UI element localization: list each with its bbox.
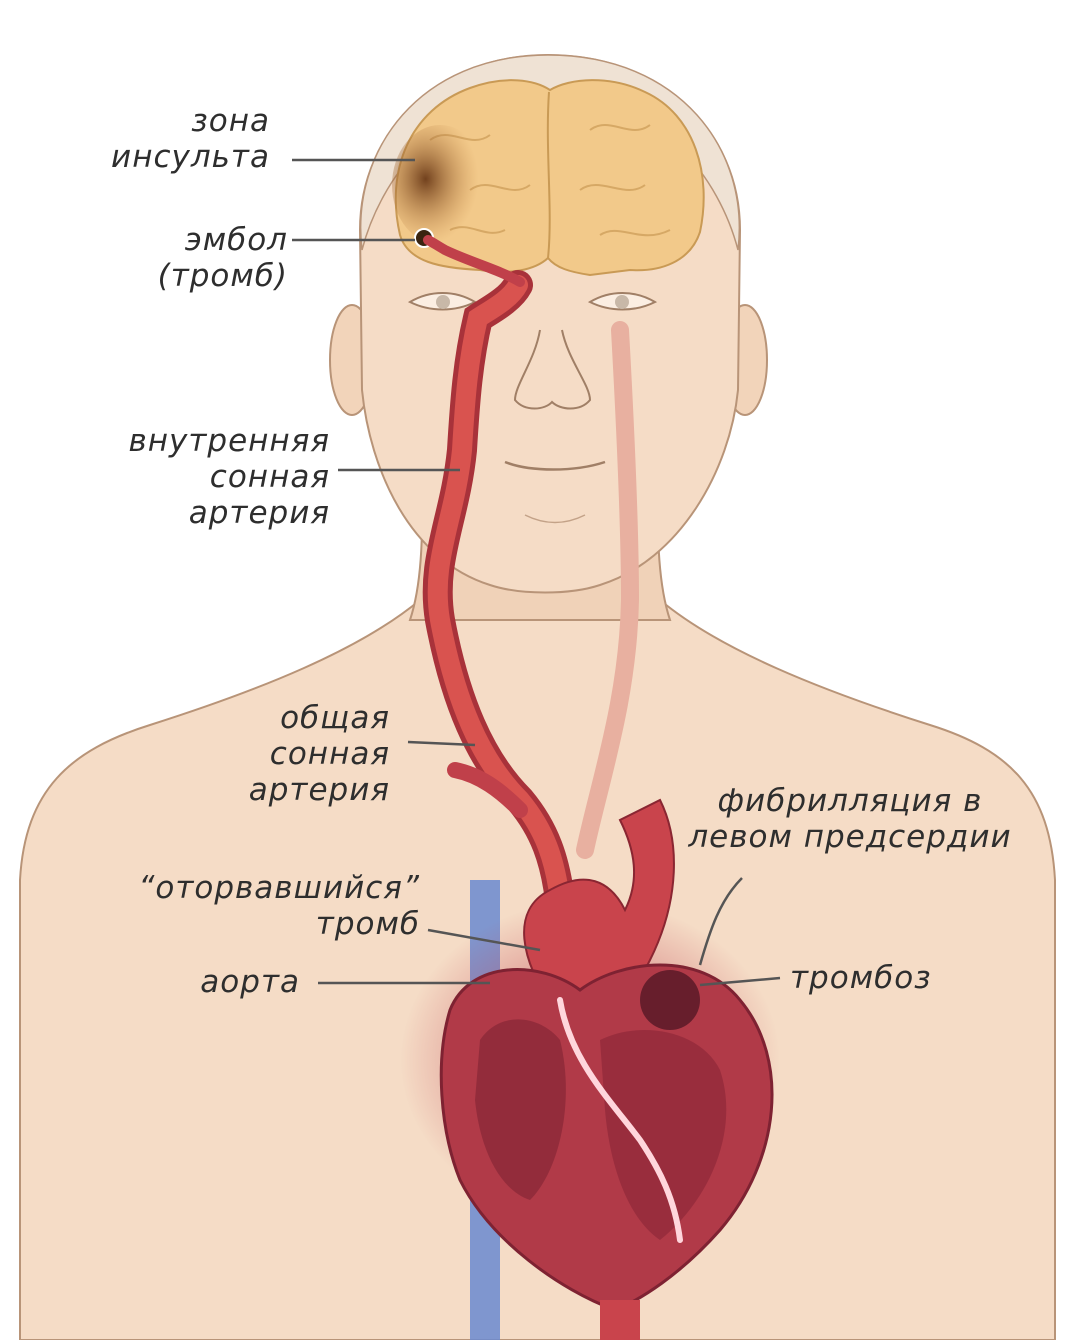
label-thrombosis: тромбоз: [790, 960, 990, 996]
label-line: зона: [80, 103, 270, 139]
label-aorta: аорта: [140, 964, 300, 1000]
label-stroke-zone: зона инсульта: [80, 103, 270, 175]
label-internal-carotid: внутренняя сонная артерия: [70, 423, 330, 531]
left-atrium-thrombus: [640, 970, 700, 1030]
descending-aorta: [600, 1300, 640, 1340]
label-line: сонная: [70, 459, 330, 495]
label-line: аорта: [140, 964, 300, 1000]
label-line: сонная: [190, 736, 390, 772]
label-line: артерия: [190, 772, 390, 808]
label-line: артерия: [70, 495, 330, 531]
label-line: общая: [190, 700, 390, 736]
label-line: фибрилляция в: [640, 783, 1060, 819]
right-iris: [615, 295, 629, 309]
label-detached-clot: “оторвавшийся” тромб: [70, 870, 420, 942]
label-line: “оторвавшийся”: [70, 870, 420, 906]
left-iris: [436, 295, 450, 309]
label-line: тромбоз: [790, 960, 990, 996]
label-line: внутренняя: [70, 423, 330, 459]
label-fibrillation: фибрилляция в левом предсердии: [640, 783, 1060, 855]
label-common-carotid: общая сонная артерия: [190, 700, 390, 808]
label-line: эмбол: [80, 222, 288, 258]
label-embolus: эмбол (тромб): [80, 222, 288, 294]
label-line: левом предсердии: [640, 819, 1060, 855]
stroke-zone-area: [392, 125, 488, 245]
label-line: тромб: [70, 906, 420, 942]
label-line: инсульта: [80, 139, 270, 175]
label-line: (тромб): [80, 258, 288, 294]
